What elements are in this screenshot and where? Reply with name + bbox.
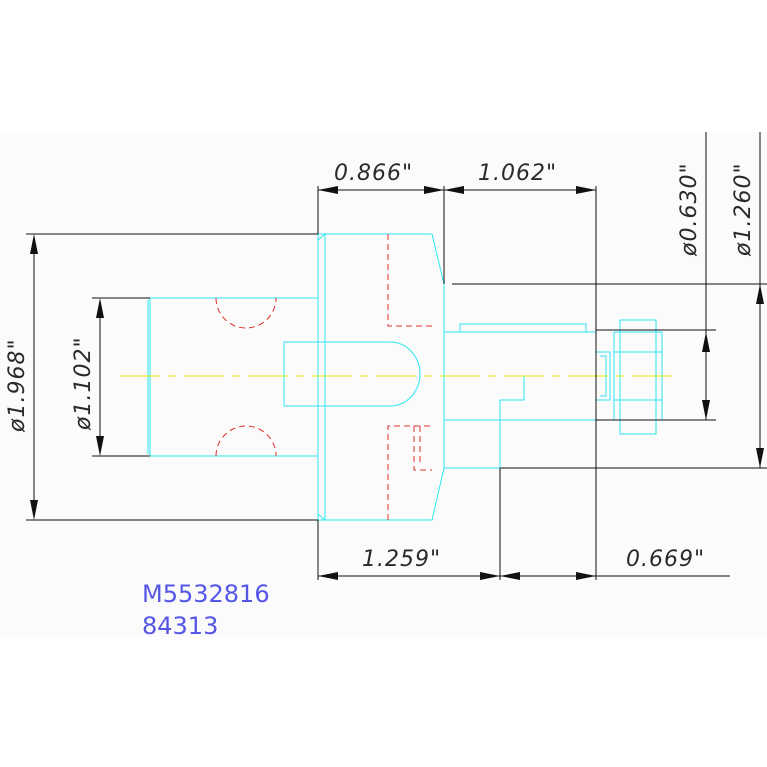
dim-1259: 1.259" <box>362 547 441 572</box>
part-code: 84313 <box>142 612 218 640</box>
dim-1062: 1.062" <box>478 161 557 186</box>
dim-dia-1260: ø1.260" <box>731 162 756 257</box>
arrowheads <box>30 186 764 580</box>
part-outline <box>147 233 663 521</box>
drawing-area <box>0 132 767 637</box>
dim-dia-0630: ø0.630" <box>677 162 702 257</box>
dim-0866: 0.866" <box>334 161 413 186</box>
dim-0669: 0.669" <box>626 547 705 572</box>
part-number: M5532816 <box>142 580 270 608</box>
dimension-lines <box>26 132 767 580</box>
hidden-lines <box>215 234 432 520</box>
dim-dia-1968: ø1.968" <box>5 338 30 433</box>
dim-dia-1102: ø1.102" <box>71 336 96 431</box>
